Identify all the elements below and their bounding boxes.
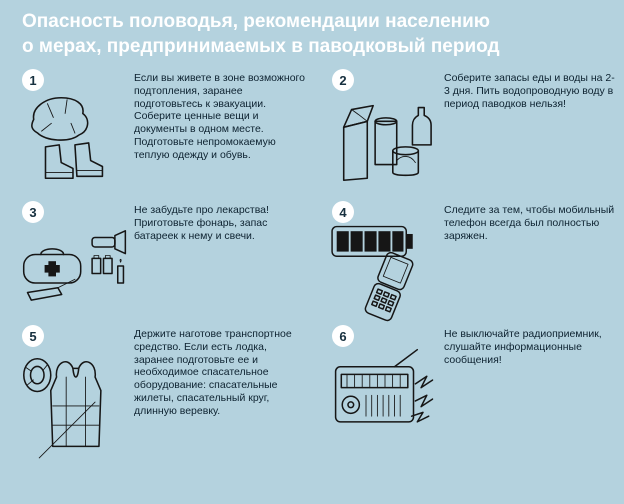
life-vest-and-rope-icon <box>23 357 102 459</box>
poster-title: Опасность половодья, рекомендации населе… <box>0 0 624 59</box>
step-3-visual: 3 <box>14 199 134 323</box>
title-line-1: Опасность половодья, рекомендации населе… <box>22 11 491 32</box>
step-5-text: Держите наготове транспортное средство. … <box>134 328 292 417</box>
step-item-6: 6 Не выключайте радиоприемник, слушайте … <box>324 323 616 481</box>
step-2-number-badge: 2 <box>332 69 354 91</box>
step-1-number-badge: 1 <box>22 69 44 91</box>
step-6-number-badge: 6 <box>332 325 354 347</box>
step-5-number-badge: 5 <box>22 325 44 347</box>
step-2-text: Соберите запасы еды и воды на 2-3 дня. П… <box>444 72 615 110</box>
step-item-4: 4 <box>324 199 616 323</box>
step-item-3: 3 Не забудьте про лекарств <box>14 199 306 323</box>
step-6-visual: 6 <box>324 323 444 481</box>
clothing-and-boots-icon <box>31 96 104 180</box>
step-item-5: 5 Держите наготове транспортное средство… <box>14 323 306 481</box>
step-3-number-badge: 3 <box>22 201 44 223</box>
step-4-visual: 4 <box>324 199 444 323</box>
step-1-visual: 1 <box>14 67 134 199</box>
radio-receiver-icon <box>334 348 434 423</box>
steps-grid: 1 Если вы живете в зоне возможного подто… <box>0 59 624 481</box>
step-5-visual: 5 <box>14 323 134 481</box>
step-4-number-badge: 4 <box>332 201 354 223</box>
step-2-visual: 2 <box>324 67 444 199</box>
step-6-text: Не выключайте радиоприемник, слушайте ин… <box>444 328 602 366</box>
title-line-2: о мерах, предпринимаемых в паводковый пе… <box>22 36 500 57</box>
step-item-1: 1 Если вы живете в зоне возможного подто… <box>14 67 306 199</box>
step-4-text: Следите за тем, чтобы мобильный телефон … <box>444 204 615 242</box>
step-3-text: Не забудьте про лекарства! Приготовьте ф… <box>134 204 269 242</box>
step-1-text: Если вы живете в зоне возможного подтопл… <box>134 72 305 161</box>
step-item-2: 2 Соберите запасы еды и воды на 2-3 дня.… <box>324 67 616 199</box>
food-and-water-supplies-icon <box>342 104 432 182</box>
first-aid-kit-and-flashlight-icon <box>22 230 127 301</box>
charged-battery-and-phone-icon <box>331 225 414 322</box>
